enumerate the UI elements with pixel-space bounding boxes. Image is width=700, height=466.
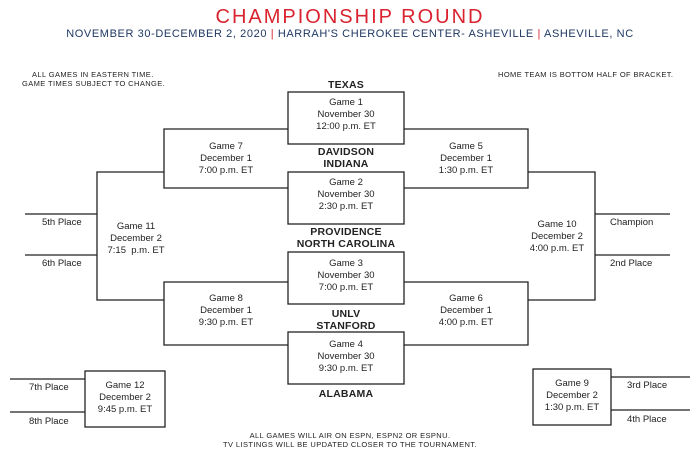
tv-note-line1: ALL GAMES WILL AIR ON ESPN, ESPN2 OR ESP… [249,431,451,440]
game-4-info: Game 4 November 30 9:30 p.m. ET [288,339,404,375]
game-time: 12:00 p.m. ET [316,121,376,132]
game-7-info: Game 7 December 1 7:00 p.m. ET [164,141,288,177]
game-time: 7:00 p.m. ET [198,165,254,176]
third-place-label: 3rd Place [627,380,668,391]
game-name: Game 12 [105,380,145,391]
game-date: November 30 [317,351,375,362]
game-12-info: Game 12 December 2 9:45 p.m. ET [85,380,165,416]
team-davidson: DAVIDSON [317,146,375,158]
time-note: ALL GAMES IN EASTERN TIME. GAME TIMES SU… [22,70,202,88]
game-2-box [287,171,405,225]
game-date: November 30 [317,109,375,120]
game-date: November 30 [317,270,375,281]
game-3-info: Game 3 November 30 7:00 p.m. ET [288,258,404,294]
game-date: December 2 [110,233,162,244]
game-6-bracket [404,281,529,346]
team-texas: TEXAS [327,79,364,91]
fifth-place-label: 5th Place [42,217,82,228]
game-time: 7:00 p.m. ET [318,282,374,293]
game-2-info: Game 2 November 30 2:30 p.m. ET [288,177,404,213]
game-time: 9:30 p.m. ET [318,363,374,374]
team-stanford: STANFORD [316,320,376,332]
game-1-info: Game 1 November 30 12:00 p.m. ET [288,97,404,133]
game-time: 4:00 p.m. ET [438,317,494,328]
game-time: 1:30 p.m. ET [544,402,600,413]
time-note-line2: GAME TIMES SUBJECT TO CHANGE. [22,79,166,88]
game-time: 9:30 p.m. ET [198,317,254,328]
game-date: December 1 [200,153,252,164]
seventh-place-label: 7th Place [29,382,69,393]
team-providence: PROVIDENCE [310,226,382,238]
game-date: December 1 [440,153,492,164]
separator: | [270,28,275,40]
game-5-info: Game 5 December 1 1:30 p.m. ET [404,141,528,177]
eighth-place-label: 8th Place [29,416,69,427]
game-9-info: Game 9 December 2 1:30 p.m. ET [533,378,611,414]
game-date: December 2 [546,390,598,401]
game-1-box [287,91,405,145]
game-12-box [84,370,166,428]
game-7-bracket [163,128,288,189]
game-10-info: Game 10 December 2 4:00 p.m. ET [518,219,596,255]
event-city: ASHEVILLE, NC [544,28,634,40]
game-time: 2:30 p.m. ET [318,201,374,212]
game-name: Game 5 [449,141,483,152]
game-name: Game 3 [329,258,363,269]
team-unlv: UNLV [331,308,361,320]
game-name: Game 11 [116,221,156,232]
game-3-box [287,251,405,305]
game-date: December 2 [531,231,583,242]
home-team-note: HOME TEAM IS BOTTOM HALF OF BRACKET. [498,70,674,79]
team-alabama: ALABAMA [318,388,374,400]
game-time: 7:15 p.m. ET [107,245,165,256]
game-11-bracket [96,171,164,301]
game-name: Game 10 [537,219,577,230]
game-name: Game 4 [329,339,363,350]
game-date: November 30 [317,189,375,200]
game-6-info: Game 6 December 1 4:00 p.m. ET [404,293,528,329]
champion-label: Champion [610,217,654,228]
game-name: Game 6 [449,293,483,304]
team-indiana: INDIANA [323,158,369,170]
tv-note-line2: TV LISTINGS WILL BE UPDATED CLOSER TO TH… [223,440,477,449]
game-time: 1:30 p.m. ET [438,165,494,176]
game-name: Game 7 [209,141,243,152]
game-8-info: Game 8 December 1 9:30 p.m. ET [164,293,288,329]
team-north-carolina: NORTH CAROLINA [296,238,396,250]
game-name: Game 2 [329,177,363,188]
game-8-bracket [163,281,288,346]
game-date: December 1 [200,305,252,316]
second-place-label: 2nd Place [610,258,653,269]
game-10-bracket [528,171,596,301]
fourth-place-label: 4th Place [627,414,667,425]
separator: | [537,28,541,40]
event-dates: NOVEMBER 30-DECEMBER 2, 2020 [66,28,268,40]
game-date: December 2 [99,392,151,403]
game-time: 4:00 p.m. ET [529,243,585,254]
game-9-box [532,368,612,426]
game-11-info: Game 11 December 2 7:15 p.m. ET [97,221,175,257]
sixth-place-label: 6th Place [42,258,82,269]
game-4-box [287,331,405,385]
game-name: Game 8 [209,293,243,304]
game-name: Game 1 [329,97,363,108]
game-name: Game 9 [555,378,589,389]
game-date: December 1 [440,305,492,316]
tv-note: ALL GAMES WILL AIR ON ESPN, ESPN2 OR ESP… [0,431,700,449]
page-title: CHAMPIONSHIP ROUND [215,6,485,28]
time-note-line1: ALL GAMES IN EASTERN TIME. [32,70,154,79]
game-time: 9:45 p.m. ET [97,404,153,415]
game-5-bracket [404,128,529,189]
event-venue: HARRAH'S CHEROKEE CENTER- ASHEVILLE [277,28,534,40]
event-subtitle: NOVEMBER 30-DECEMBER 2, 2020 | HARRAH'S … [0,28,700,40]
